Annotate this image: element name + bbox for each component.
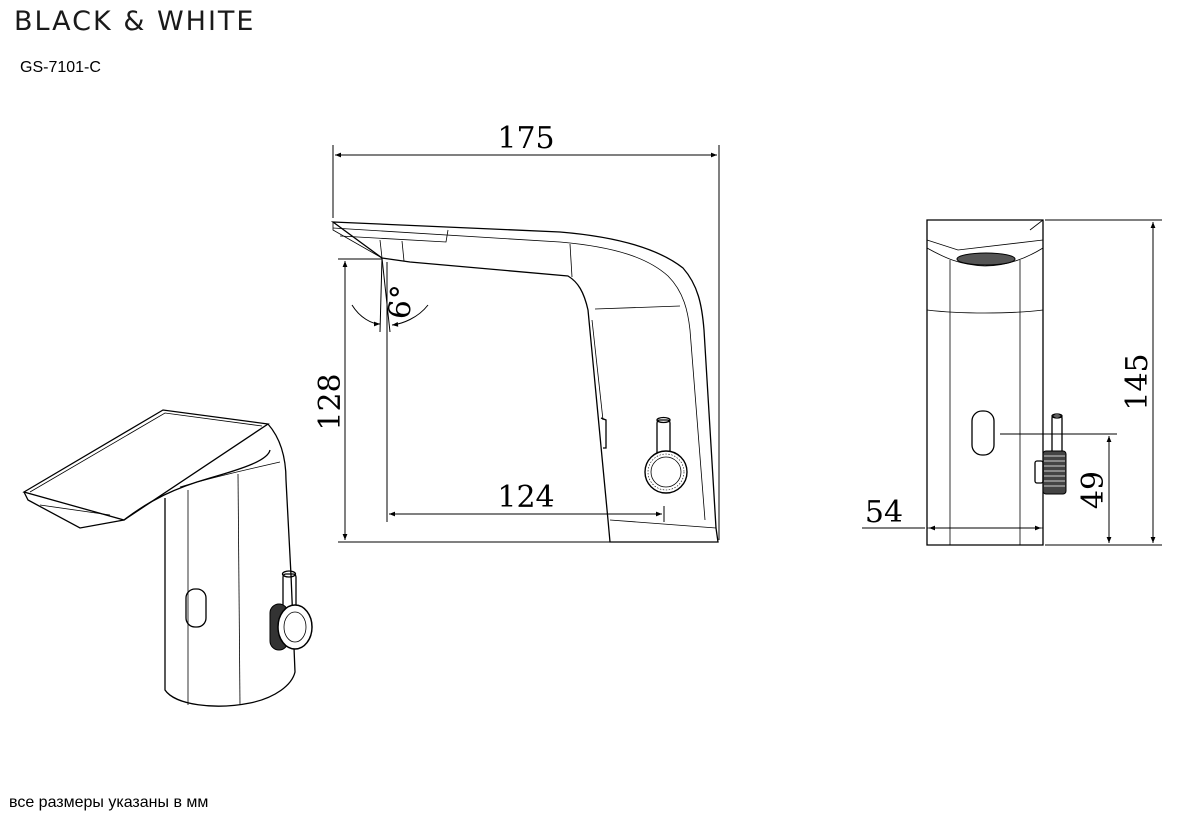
model-number: GS-7101-C [20, 59, 101, 76]
dim-total-height: 145 [1120, 353, 1155, 410]
sensor-window-perspective [185, 588, 207, 628]
perspective-view [22, 409, 313, 707]
front-view: 145 49 54 [862, 219, 1162, 546]
dim-reach: 124 [497, 480, 554, 515]
dim-angle: 6° [382, 283, 420, 321]
dim-height: 128 [313, 373, 348, 430]
dim-length: 175 [497, 121, 554, 156]
units-note: все размеры указаны в мм [9, 794, 209, 811]
brand-logo: BLACK & WHITE [14, 6, 256, 37]
knob-perspective [269, 603, 313, 651]
dim-knob-height: 49 [1076, 471, 1111, 509]
side-view: 175 128 124 6° [313, 121, 720, 543]
dim-base-width: 54 [865, 495, 903, 530]
sensor-window-front [971, 410, 995, 456]
